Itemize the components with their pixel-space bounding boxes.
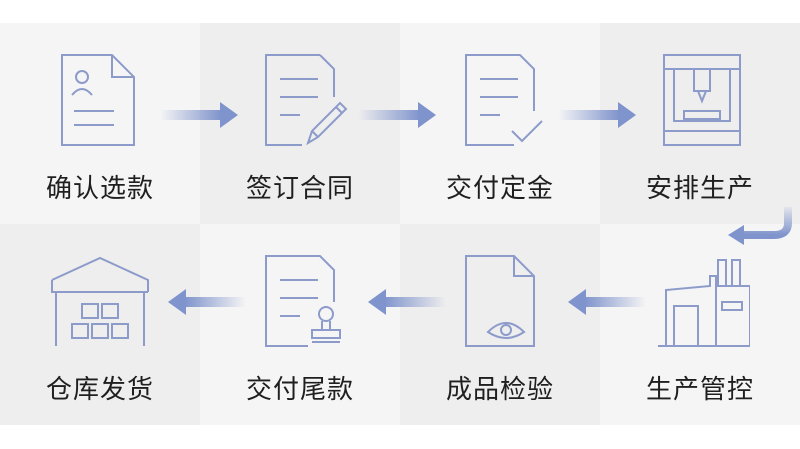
flow-arrow-right [358,100,438,130]
flow-arrow-right [160,100,240,130]
step-pay-deposit: 交付定金 [400,23,600,224]
document-check-icon [450,45,550,155]
flow-arrow-left [566,287,646,317]
step-warehouse-shipping: 仓库发货 [0,224,200,425]
step-label: 安排生产 [645,174,754,204]
step-product-inspection: 成品检验 [400,224,600,425]
step-label: 交付定金 [445,174,554,204]
document-stamp-icon [250,246,350,356]
flow-arrow-left [166,287,246,317]
flow-arrow-right [558,100,638,130]
step-pay-balance: 交付尾款 [200,224,400,425]
flow-arrow-left [366,287,446,317]
factory-icon [650,246,750,356]
step-arrange-production: 安排生产 [600,23,800,224]
step-confirm-style: 确认选款 [0,23,200,224]
step-label: 成品检验 [445,375,554,405]
step-label: 生产管控 [645,375,754,405]
step-label: 交付尾款 [245,375,354,405]
step-sign-contract: 签订合同 [200,23,400,224]
step-label: 仓库发货 [45,375,154,405]
flow-arrow-turn [722,205,794,255]
document-eye-icon [450,246,550,356]
warehouse-icon [50,246,150,356]
3d-printer-icon [650,45,750,155]
document-person-icon [50,45,150,155]
process-flow-diagram: 确认选款 签订合同 交付定 [0,23,800,425]
step-label: 确认选款 [45,174,154,204]
step-label: 签订合同 [245,174,354,204]
document-pen-icon [250,45,350,155]
step-production-control: 生产管控 [600,224,800,425]
